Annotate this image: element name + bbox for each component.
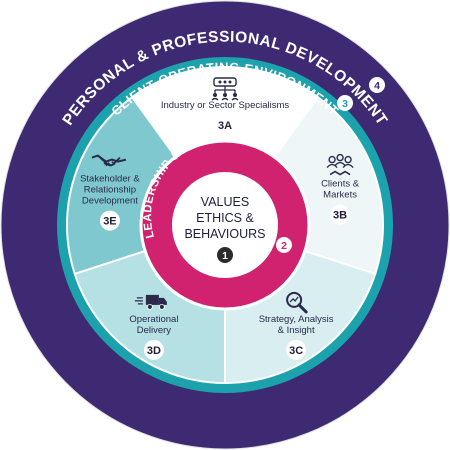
core-circle — [172, 172, 278, 278]
people-network-icon — [211, 77, 239, 101]
segment-3c-label: & Insight — [278, 325, 315, 336]
segment-3d-label: Operational — [129, 314, 178, 325]
segment-3e-label: Stakeholder & — [80, 174, 140, 185]
segment-3a-label: Industry or Sector Specialisms — [161, 100, 290, 111]
svg-text:3: 3 — [342, 98, 348, 110]
core-line-3: BEHAVIOURS — [184, 227, 265, 241]
svg-text:1: 1 — [222, 250, 228, 262]
segment-3e-label: Relationship — [84, 185, 136, 196]
segment-3d-code: 3D — [147, 345, 161, 357]
segment-3b-code-badge — [330, 204, 351, 225]
core-number-badge: 1 — [217, 247, 233, 263]
segment-3c-code: 3C — [289, 345, 303, 357]
segment-3e-code: 3E — [103, 216, 116, 228]
segment-3e-code-badge — [99, 210, 120, 231]
handshake-icon — [91, 154, 127, 167]
leadership-number-badge: 2 — [276, 237, 292, 253]
outer-number-badge: 4 — [369, 77, 385, 93]
segment-3e-label: Development — [82, 196, 138, 207]
segment-3c-label: Strategy, Analysis — [259, 314, 334, 325]
segment-3b-label: Markets — [323, 190, 357, 201]
magnifier-icon — [286, 291, 308, 314]
segment-3d-label: Delivery — [137, 325, 172, 336]
svg-text:4: 4 — [374, 80, 380, 92]
segment-3b-label: Clients & — [321, 179, 360, 190]
delivery-truck-icon — [134, 294, 167, 310]
segment-3d-code-badge — [143, 339, 164, 360]
environment-number-badge: 3 — [337, 95, 353, 111]
segment-3a-code: 3A — [218, 120, 232, 132]
segments-group: Industry or Sector Specialisms 3A Clients … — [66, 66, 384, 385]
segment-3b-code: 3B — [333, 210, 347, 222]
handshake-group-icon — [326, 153, 354, 176]
core-line-1: VALUES — [201, 195, 249, 209]
segment-3c-code-badge — [286, 339, 307, 360]
core-line-2: ETHICS & — [196, 211, 254, 225]
svg-text:2: 2 — [281, 240, 287, 252]
